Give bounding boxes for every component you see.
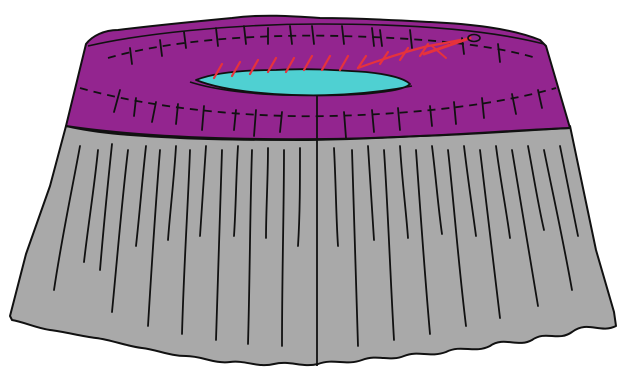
skirt-body: [10, 126, 616, 365]
